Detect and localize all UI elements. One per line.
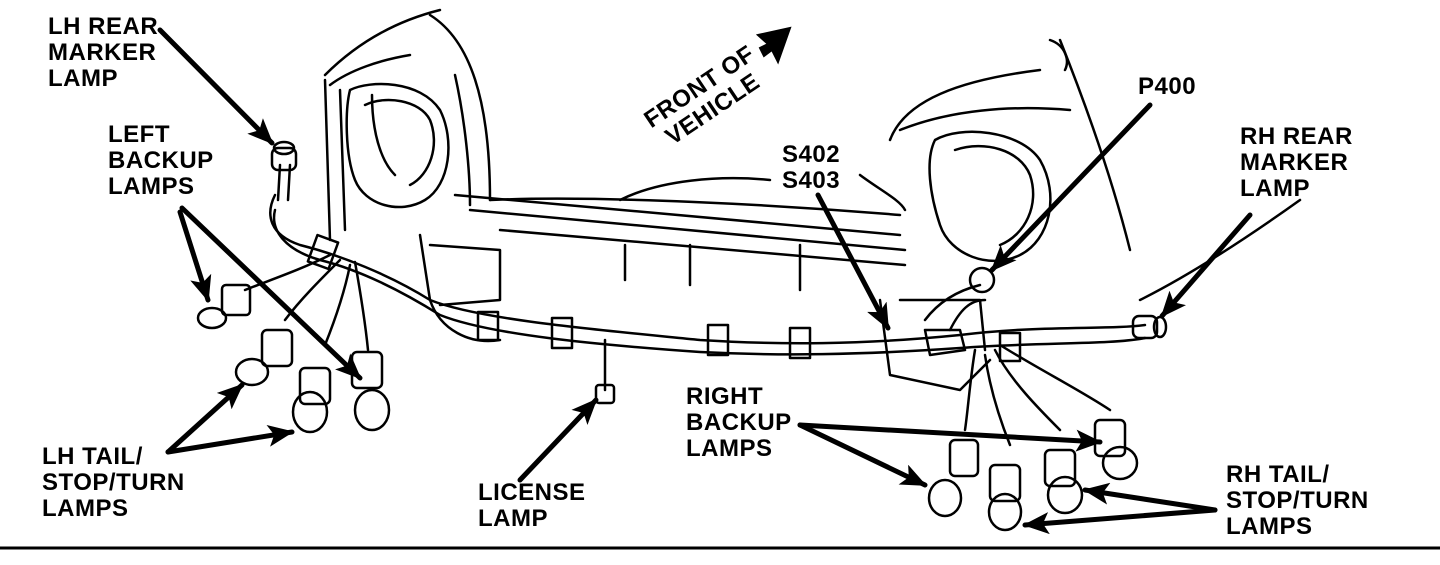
front-direction-arrow bbox=[755, 26, 792, 65]
arrow-right-backup-2 bbox=[797, 422, 1103, 452]
arrow-right-backup-1 bbox=[797, 422, 928, 488]
label-line: LICENSE bbox=[478, 479, 586, 506]
license-lamp bbox=[594, 383, 616, 405]
label-line: MARKER bbox=[48, 39, 157, 66]
label-rh-rear-marker-lamp: RH REAR MARKER LAMP bbox=[1240, 124, 1353, 202]
label-line: STOP/TURN bbox=[1226, 487, 1369, 514]
label-rh-tail-stop-turn-lamps: RH TAIL/ STOP/TURN LAMPS bbox=[1226, 462, 1369, 540]
label-p400: P400 bbox=[1138, 74, 1196, 100]
label-line: RH TAIL/ bbox=[1226, 461, 1330, 488]
arrow-lh-tail-2 bbox=[165, 424, 295, 455]
left-lamp-sockets bbox=[196, 283, 391, 434]
label-left-backup-lamps: LEFT BACKUP LAMPS bbox=[108, 122, 214, 200]
label-line: LAMP bbox=[48, 65, 118, 92]
label-line: S402 bbox=[782, 141, 841, 168]
right-lamp-sockets bbox=[927, 418, 1139, 532]
label-line: LEFT bbox=[108, 121, 170, 148]
arrow-left-backup-1 bbox=[177, 209, 212, 303]
label-line: P400 bbox=[1138, 73, 1197, 100]
label-line: S403 bbox=[782, 167, 841, 194]
label-line: BACKUP bbox=[108, 147, 214, 174]
arrow-left-backup-2 bbox=[179, 205, 363, 381]
label-line: LH REAR bbox=[48, 13, 159, 40]
label-lh-rear-marker-lamp: LH REAR MARKER LAMP bbox=[48, 14, 158, 92]
label-line: LAMPS bbox=[108, 173, 195, 200]
label-line: RIGHT bbox=[686, 383, 764, 410]
rear-panel bbox=[418, 233, 992, 392]
arrow-rh-tail-1 bbox=[1082, 482, 1218, 513]
label-line: LAMPS bbox=[42, 495, 129, 522]
label-line: LAMPS bbox=[686, 435, 773, 462]
label-lh-tail-stop-turn-lamps: LH TAIL/ STOP/TURN LAMPS bbox=[42, 444, 185, 522]
arrow-lh-rear-marker bbox=[157, 27, 275, 146]
label-line: BACKUP bbox=[686, 409, 792, 436]
label-line: LAMPS bbox=[1226, 513, 1313, 540]
label-line: LAMP bbox=[478, 505, 548, 532]
left-lamp-opening bbox=[345, 82, 450, 209]
label-line: LH TAIL/ bbox=[42, 443, 143, 470]
arrow-p400 bbox=[989, 102, 1153, 273]
label-splices: S402 S403 bbox=[782, 142, 840, 194]
label-line: MARKER bbox=[1240, 149, 1349, 176]
arrow-rh-tail-2 bbox=[1022, 507, 1218, 535]
harness-clips bbox=[306, 233, 1022, 363]
label-license-lamp: LICENSE LAMP bbox=[478, 480, 586, 532]
label-right-backup-lamps: RIGHT BACKUP LAMPS bbox=[686, 384, 792, 462]
arrow-license bbox=[517, 397, 599, 483]
marker-lamps bbox=[270, 140, 1168, 340]
arrow-splices bbox=[815, 192, 891, 331]
arrow-lh-tail-1 bbox=[165, 382, 245, 455]
label-line: RH REAR bbox=[1240, 123, 1353, 150]
label-line: LAMP bbox=[1240, 175, 1310, 202]
arrow-rh-rear-marker bbox=[1159, 212, 1253, 319]
right-lamp-opening bbox=[928, 130, 1052, 263]
label-line: STOP/TURN bbox=[42, 469, 185, 496]
